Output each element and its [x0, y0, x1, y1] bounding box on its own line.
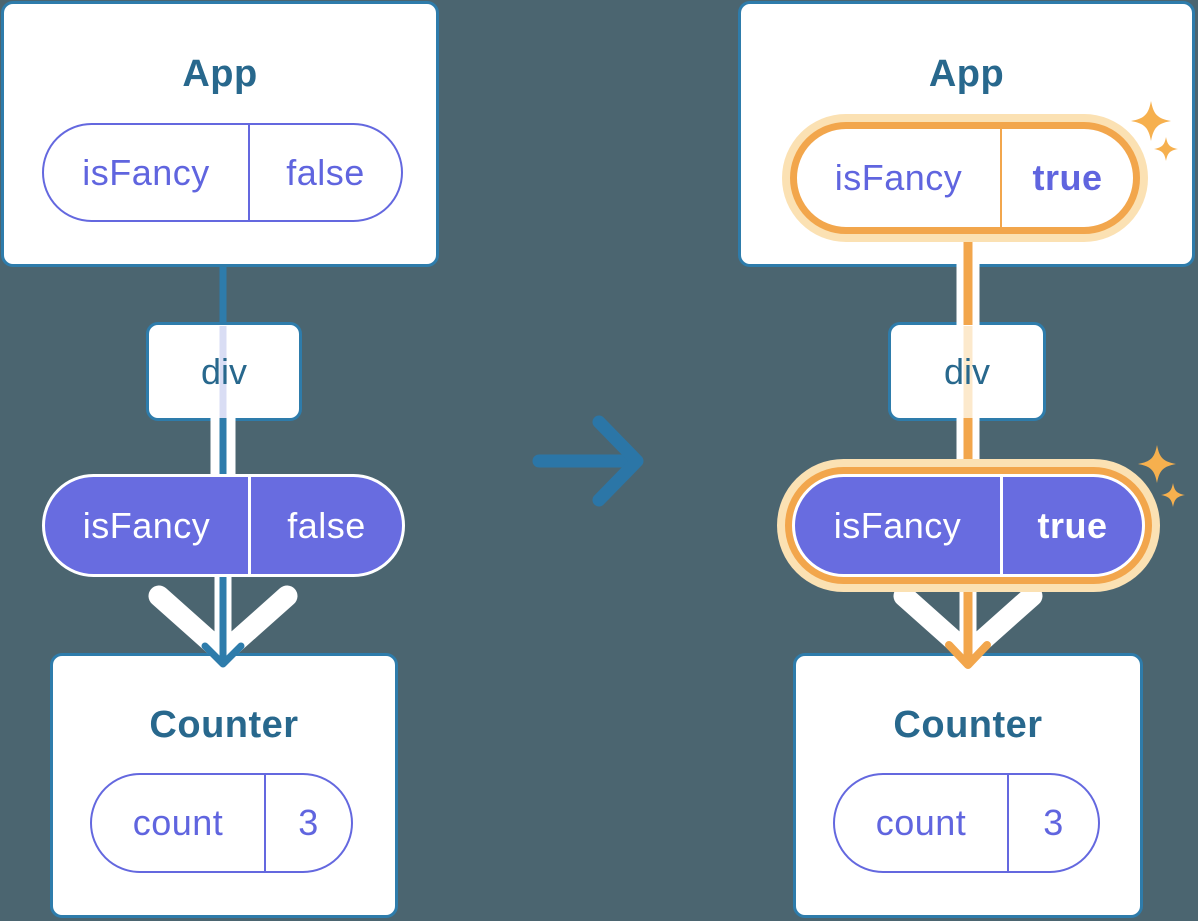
- left-line-white-casing: [210, 418, 236, 477]
- right-counter-state-key: count: [835, 775, 1009, 871]
- right-tree-connectors: [893, 236, 1043, 669]
- right-counter-state-pill: count 3: [833, 773, 1100, 873]
- left-prop-flow-chevron: [148, 585, 298, 664]
- arrow-head: [592, 415, 644, 507]
- left-passed-prop-value: false: [287, 504, 366, 546]
- right-div-label: div: [943, 350, 991, 392]
- right-counter-state-value: 3: [1043, 802, 1064, 843]
- left-counter-title: Counter: [149, 704, 299, 746]
- right-app-state-key: isFancy: [797, 129, 1002, 227]
- left-app-title: App: [182, 53, 258, 95]
- right-passed-prop-value: true: [1037, 504, 1108, 546]
- right-arrow-white-casing: [959, 576, 977, 646]
- left-app-state-pill: isFancy false: [42, 123, 403, 222]
- right-prop-flow-chevron: [893, 585, 1043, 664]
- sparkle-icon: [1138, 445, 1176, 483]
- left-passed-prop-pill: isFancy false: [42, 474, 405, 577]
- right-app-state-value: true: [1032, 157, 1103, 198]
- sparkle-icon: [1161, 483, 1185, 507]
- left-counter-state-value: 3: [298, 802, 319, 843]
- right-line-white-casing-1: [956, 264, 980, 325]
- transition-right-arrow-icon: [532, 415, 644, 507]
- left-arrow-white-casing: [214, 576, 232, 646]
- right-app-title: App: [928, 53, 1005, 95]
- right-app-state-pill: isFancy true: [790, 122, 1140, 234]
- left-counter-state-key: count: [92, 775, 266, 871]
- right-counter-title: Counter: [893, 704, 1043, 746]
- left-counter-state-pill: count 3: [90, 773, 353, 873]
- right-passed-prop-key: isFancy: [795, 477, 1003, 574]
- left-div-label: div: [200, 350, 248, 392]
- left-div-box: div: [146, 322, 302, 421]
- right-line-white-casing-2: [956, 418, 980, 477]
- right-div-box: div: [888, 322, 1046, 421]
- left-app-state-value: false: [286, 151, 365, 193]
- right-passed-prop-pill: isFancy true: [792, 474, 1145, 577]
- left-app-state-key: isFancy: [44, 125, 250, 220]
- left-passed-prop-key: isFancy: [45, 477, 251, 574]
